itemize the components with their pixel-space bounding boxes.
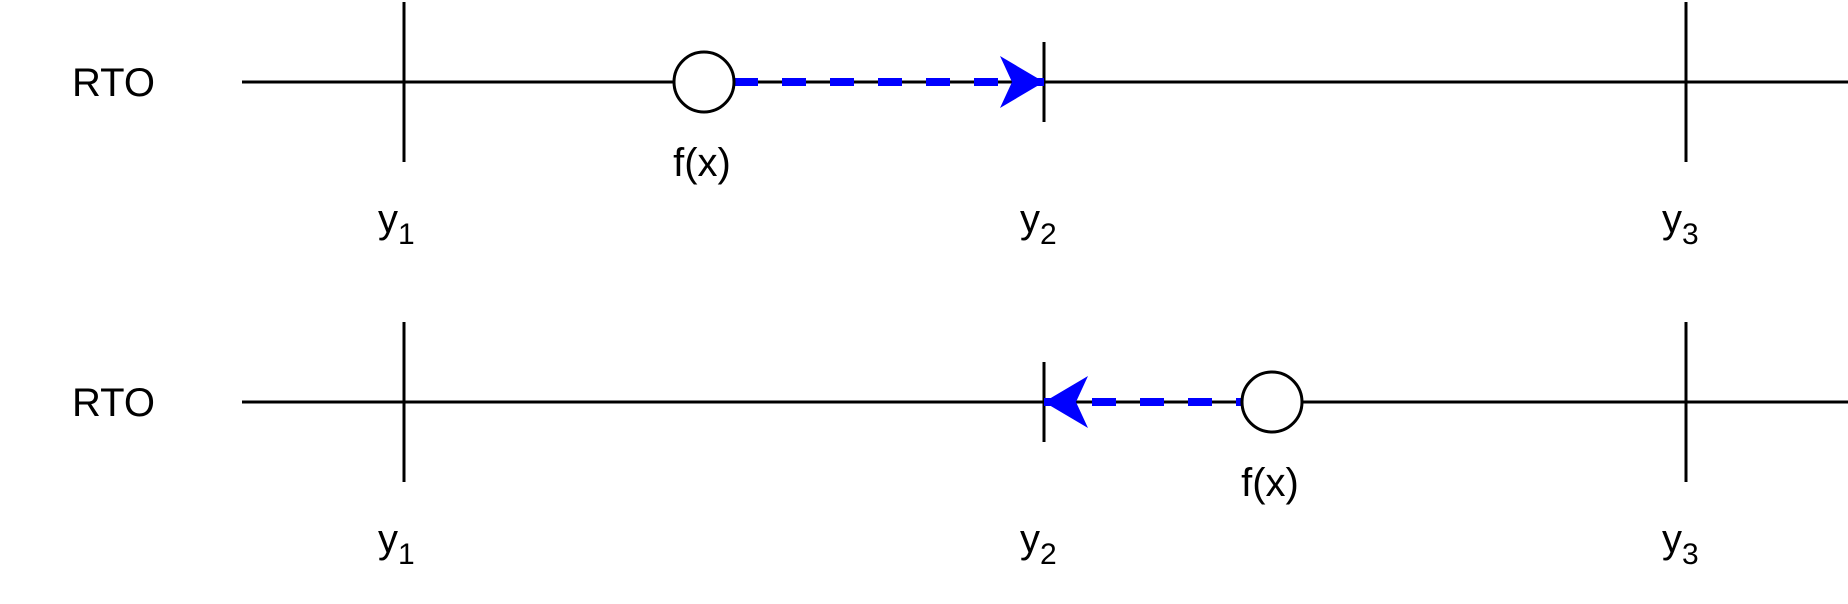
row-2-point bbox=[1240, 370, 1304, 434]
row-2-point-label: f(x) bbox=[1241, 461, 1299, 505]
row-2-tick-3-base: y bbox=[1662, 517, 1682, 561]
row-2-tick-1-label: y1 bbox=[378, 517, 415, 571]
row-1-tick-1-sub: 1 bbox=[398, 218, 415, 251]
row-2-tick-2-base: y bbox=[1020, 517, 1040, 561]
row-2-tick-2-label: y2 bbox=[1020, 517, 1057, 571]
row-2-tick-3-sub: 3 bbox=[1682, 538, 1699, 571]
row-2-label: RTO bbox=[72, 381, 155, 425]
row-1-tick-3-label: y3 bbox=[1662, 197, 1699, 251]
row-1-tick-3-base: y bbox=[1662, 197, 1682, 241]
row-1-tick-1-label: y1 bbox=[378, 197, 415, 251]
row-1-tick-2-base: y bbox=[1020, 197, 1040, 241]
row-2-tick-3-label: y3 bbox=[1662, 517, 1699, 571]
row-2-tick-1-sub: 1 bbox=[398, 538, 415, 571]
row-1-tick-2-label: y2 bbox=[1020, 197, 1057, 251]
row-2: RTO f(x) y1 y2 y3 bbox=[72, 322, 1848, 571]
row-2-tick-1-base: y bbox=[378, 517, 398, 561]
row-1-point-label: f(x) bbox=[673, 141, 731, 185]
row-2-tick-2-sub: 2 bbox=[1040, 538, 1057, 571]
row-1-tick-3-sub: 3 bbox=[1682, 218, 1699, 251]
row-1-tick-1-base: y bbox=[378, 197, 398, 241]
row-1: RTO f(x) y1 y2 y3 bbox=[72, 2, 1848, 251]
row-1-label: RTO bbox=[72, 61, 155, 105]
row-1-tick-2-sub: 2 bbox=[1040, 218, 1057, 251]
row-1-point bbox=[672, 50, 736, 114]
